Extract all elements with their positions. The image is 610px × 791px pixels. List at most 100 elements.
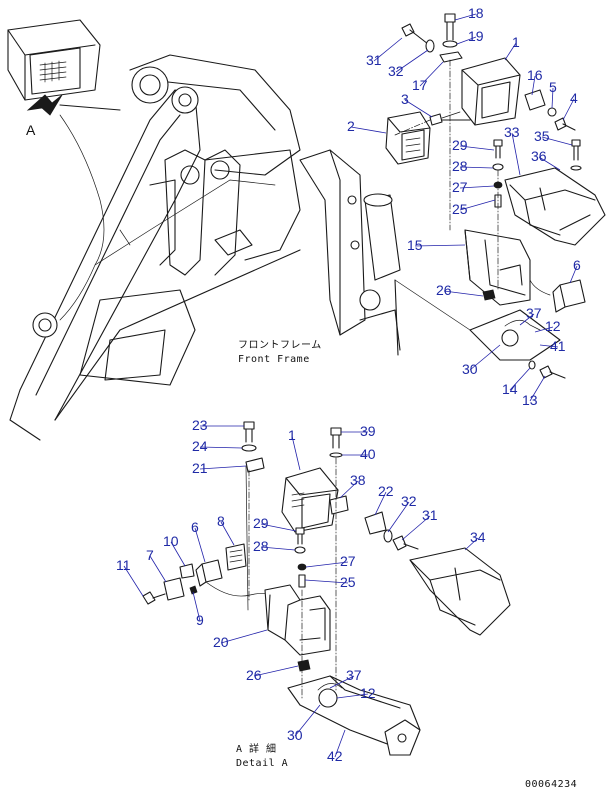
- callout-leader-11: [123, 565, 144, 597]
- callout-leader-5: [551, 87, 554, 109]
- callout-leader-31: [401, 515, 431, 541]
- view-arrow-a: A: [26, 94, 63, 138]
- callout-leader-7: [149, 555, 167, 583]
- callout-number-12: 12: [545, 318, 561, 334]
- callout-leader-35: [541, 136, 573, 146]
- callout-number-1: 1: [512, 34, 520, 50]
- detail-a-label-jp: A 詳 細: [236, 742, 277, 755]
- callout-leader-14: [509, 367, 531, 391]
- detail-a-assembly: [142, 421, 511, 756]
- callout-leader-29: [260, 523, 297, 532]
- callout-number-31: 31: [366, 52, 382, 68]
- callout-leader-25: [459, 199, 496, 211]
- callout-number-24: 24: [192, 438, 208, 454]
- callout-number-35: 35: [534, 128, 550, 144]
- view-arrow-letter: A: [26, 122, 36, 138]
- callout-number-7: 7: [146, 547, 154, 563]
- callout-number-42: 42: [327, 748, 343, 764]
- lamp-2-lens-grid: [405, 137, 421, 153]
- callout-leader-42: [334, 729, 346, 758]
- callout-number-6: 6: [191, 519, 199, 535]
- callout-leader-24: [199, 446, 243, 449]
- callout-number-40: 40: [360, 446, 376, 462]
- callout-leader-34: [464, 537, 479, 551]
- callout-number-22: 22: [378, 483, 394, 499]
- callout-leader-32: [395, 49, 429, 73]
- callout-leader-37: [329, 675, 355, 689]
- callout-number-32: 32: [388, 63, 404, 79]
- callout-leader-18: [454, 13, 477, 21]
- callout-leader-10: [170, 541, 186, 567]
- callout-number-38: 38: [350, 472, 366, 488]
- callout-leader-28: [459, 166, 494, 169]
- callout-number-31: 31: [422, 507, 438, 523]
- callout-leader-22: [374, 491, 387, 516]
- callout-leader-2: [350, 126, 387, 134]
- callout-number-37: 37: [346, 667, 362, 683]
- callout-number-12: 12: [360, 685, 376, 701]
- callout-leader-12: [336, 693, 369, 699]
- front-frame: [9, 54, 401, 441]
- callout-number-23: 23: [192, 417, 208, 433]
- callout-leader-17: [419, 61, 444, 87]
- callout-leader-8: [220, 521, 235, 546]
- callout-number-39: 39: [360, 423, 376, 439]
- callout-leader-30: [469, 344, 501, 371]
- top-right-assembly: [385, 13, 606, 379]
- callout-number-5: 5: [549, 79, 557, 95]
- callout-number-26: 26: [436, 282, 452, 298]
- callout-number-30: 30: [462, 361, 478, 377]
- callout-leader-31: [373, 37, 403, 62]
- lamp-lens-grid: [39, 60, 67, 83]
- callout-number-33: 33: [504, 124, 520, 140]
- callout-leader-1: [504, 42, 517, 61]
- callout-number-6: 6: [573, 257, 581, 273]
- callout-number-1: 1: [288, 427, 296, 443]
- callout-number-8: 8: [217, 513, 225, 529]
- callout-leader-15: [414, 244, 466, 247]
- callout-number-15: 15: [407, 237, 423, 253]
- callout-number-14: 14: [502, 381, 518, 397]
- callout-leader-25: [304, 579, 349, 584]
- callout-number-10: 10: [163, 533, 179, 549]
- callout-leader-4: [562, 98, 575, 121]
- top-left-work-lamp: [7, 19, 121, 111]
- callout-leader-38: [339, 480, 359, 499]
- callout-leader-1: [291, 435, 301, 471]
- callout-number-29: 29: [253, 515, 269, 531]
- callout-number-28: 28: [253, 538, 269, 554]
- callout-number-25: 25: [452, 201, 468, 217]
- callout-leader-6: [569, 265, 578, 284]
- callout-number-37: 37: [526, 305, 542, 321]
- callout-number-41: 41: [550, 338, 566, 354]
- callout-number-4: 4: [570, 90, 578, 106]
- socket-8-grid: [229, 549, 243, 563]
- callout-number-13: 13: [522, 392, 538, 408]
- callout-number-17: 17: [412, 77, 428, 93]
- callout-number-27: 27: [452, 179, 468, 195]
- callout-number-25: 25: [340, 574, 356, 590]
- callout-number-9: 9: [196, 612, 204, 628]
- callout-number-32: 32: [401, 493, 417, 509]
- detail-a-label-en: Detail A: [236, 758, 288, 769]
- callout-leader-12: [534, 326, 554, 333]
- callout-leader-6: [194, 527, 206, 563]
- callout-leader-16: [531, 75, 536, 96]
- front-frame-label-en: Front Frame: [238, 354, 310, 365]
- callout-leader-28: [260, 546, 296, 551]
- callout-leader-32: [387, 501, 410, 533]
- front-frame-label-jp: フロントフレーム: [238, 339, 322, 351]
- drawing-number: 00064234: [525, 779, 577, 790]
- detail-lamp-lens: [291, 492, 305, 508]
- callout-number-21: 21: [192, 460, 208, 476]
- callout-number-30: 30: [287, 727, 303, 743]
- callout-leader-26: [443, 290, 484, 297]
- callout-leader-13: [529, 375, 546, 402]
- callout-leader-20: [220, 629, 268, 644]
- callout-number-16: 16: [527, 67, 543, 83]
- callout-leader-36: [538, 156, 561, 171]
- callout-leader-3: [404, 99, 433, 118]
